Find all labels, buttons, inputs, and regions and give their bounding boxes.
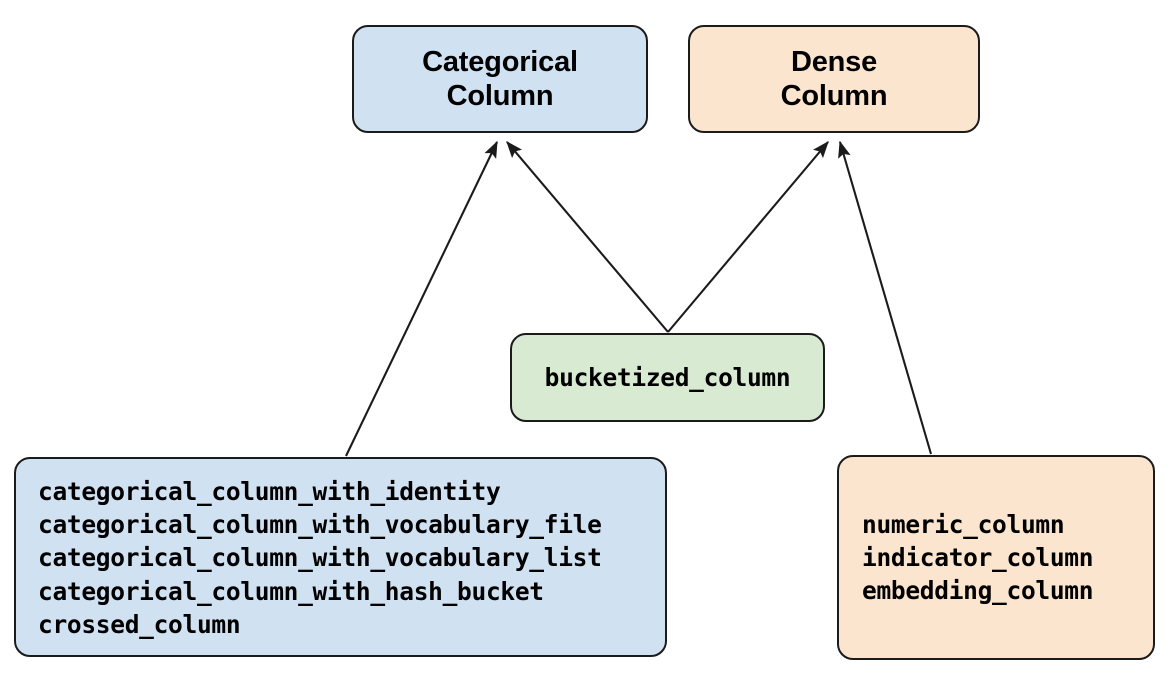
list-item-numeric-column: numeric_column [862,509,1065,539]
list-item-categorical-column-with-vocabulary-list: categorical_column_with_vocabulary_list [38,543,602,573]
edge-dense-constructors-to-dense-column [838,140,933,455]
list-item-embedding-column: embedding_column [862,576,1094,606]
node-categorical-column-label-line-2: Column [446,80,554,112]
node-bucketized-column[interactable]: bucketized_column [510,333,825,422]
node-dense-column-label-line-2: Column [780,80,888,112]
list-item-crossed-column: crossed_column [38,609,241,639]
node-dense-column-label-line-1: Dense [790,45,878,78]
edge-bucketized-column-to-categorical-column [506,141,669,333]
list-item-indicator-column: indicator_column [862,542,1094,572]
edge-categorical-constructors-to-categorical-column [345,140,498,457]
list-item-categorical-column-with-identity: categorical_column_with_identity [38,477,501,507]
list-item-categorical-column-with-hash-bucket: categorical_column_with_hash_bucket [38,576,544,606]
node-bucketized-column-label: bucketized_column [544,362,791,392]
edge-bucketized-column-to-dense-column [667,141,829,333]
node-dense-column[interactable]: Dense Column [688,25,980,133]
list-item-categorical-column-with-vocabulary-file: categorical_column_with_vocabulary_file [38,510,602,540]
node-categorical-constructors[interactable]: categorical_column_with_identity categor… [14,457,667,657]
node-dense-constructors[interactable]: numeric_column indicator_column embeddin… [837,455,1155,660]
node-categorical-column[interactable]: Categorical Column [352,25,648,133]
node-categorical-column-label-line-1: Categorical [422,45,578,78]
